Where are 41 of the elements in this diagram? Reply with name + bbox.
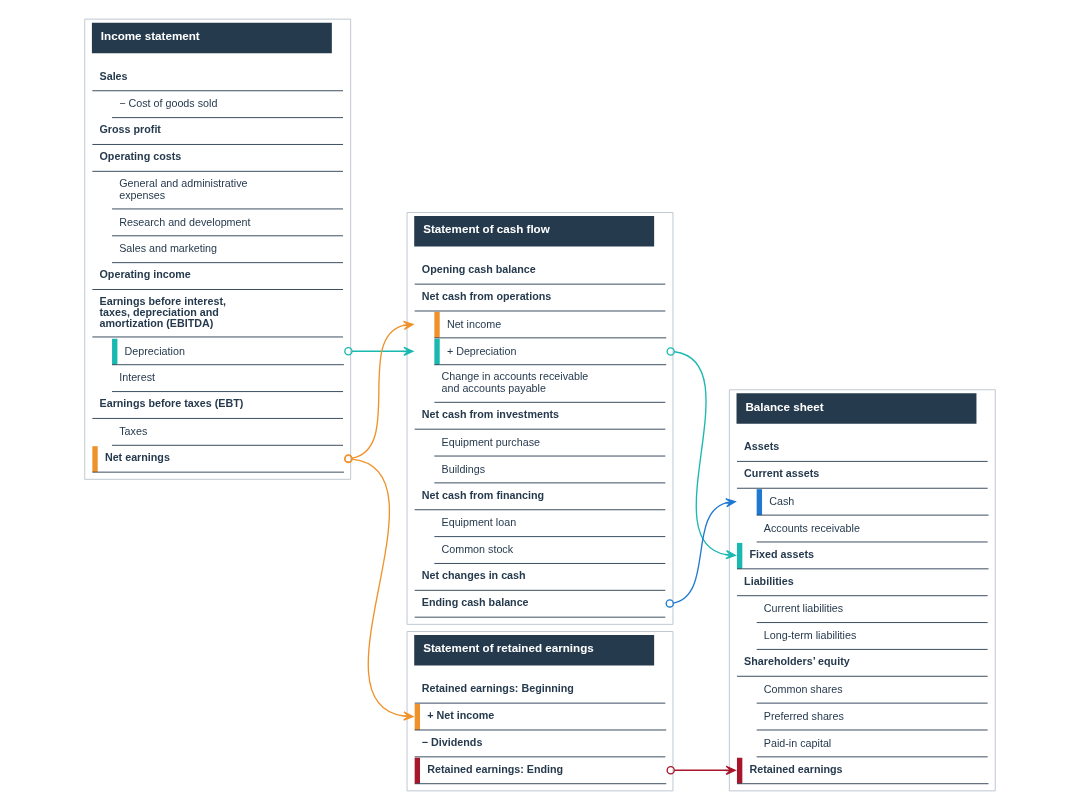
- node-text: Net cash from operations: [421, 289, 552, 302]
- node-text: Change in accounts receivable and accounts payable: [441, 370, 589, 395]
- node-text: Common stock: [441, 543, 514, 556]
- node-text: − Cost of goods sold: [119, 97, 218, 110]
- node-text: Accounts receivable: [763, 521, 860, 534]
- arrow: [344, 320, 414, 463]
- node-text: Opening cash balance: [421, 263, 536, 276]
- node-text: Current assets: [744, 467, 820, 480]
- node-text: Net changes in cash: [421, 569, 526, 582]
- arrow: [344, 346, 414, 356]
- node-text: Interest: [119, 371, 156, 384]
- node-text: Assets: [744, 440, 780, 453]
- node-text: Paid-in capital: [763, 736, 832, 749]
- node-text: Net cash from financing: [421, 488, 545, 501]
- node-text: Research and development: [119, 215, 251, 228]
- node-text: Liabilities: [744, 574, 794, 587]
- arrow: [666, 765, 736, 775]
- node-text: Operating income: [99, 268, 191, 281]
- arrow: [344, 454, 414, 721]
- node-text: General and administrative expenses: [119, 177, 248, 201]
- node-text: Retained earnings: Beginning: [421, 682, 574, 695]
- node-text: Earnings before interest, taxes, depreciation and amortization (EBITDA): [99, 295, 226, 329]
- node-text: Common shares: [763, 682, 843, 695]
- node-text: Long-term liabilities: [763, 629, 857, 642]
- node-text: Earnings before taxes (EBT): [99, 397, 244, 410]
- node-text: Sales and marketing: [119, 242, 218, 255]
- node-text: Equipment loan: [441, 516, 517, 529]
- node-text: Net cash from investments: [421, 408, 560, 421]
- node-text: Operating costs: [99, 150, 182, 163]
- node-text: Sales: [99, 69, 128, 82]
- node-text: Equipment purchase: [441, 435, 540, 448]
- arrow: [665, 498, 736, 608]
- node-text: Shareholders’ equity: [744, 655, 850, 668]
- node-text: Taxes: [119, 425, 148, 438]
- node-text: Current liabilities: [763, 602, 844, 615]
- node-text: Gross profit: [99, 123, 161, 136]
- node-text: Buildings: [441, 462, 486, 475]
- node-text: − Dividends: [421, 735, 483, 748]
- arrow: [666, 347, 736, 560]
- node-text: Ending cash balance: [421, 596, 529, 609]
- node-text: Preferred shares: [763, 709, 844, 722]
